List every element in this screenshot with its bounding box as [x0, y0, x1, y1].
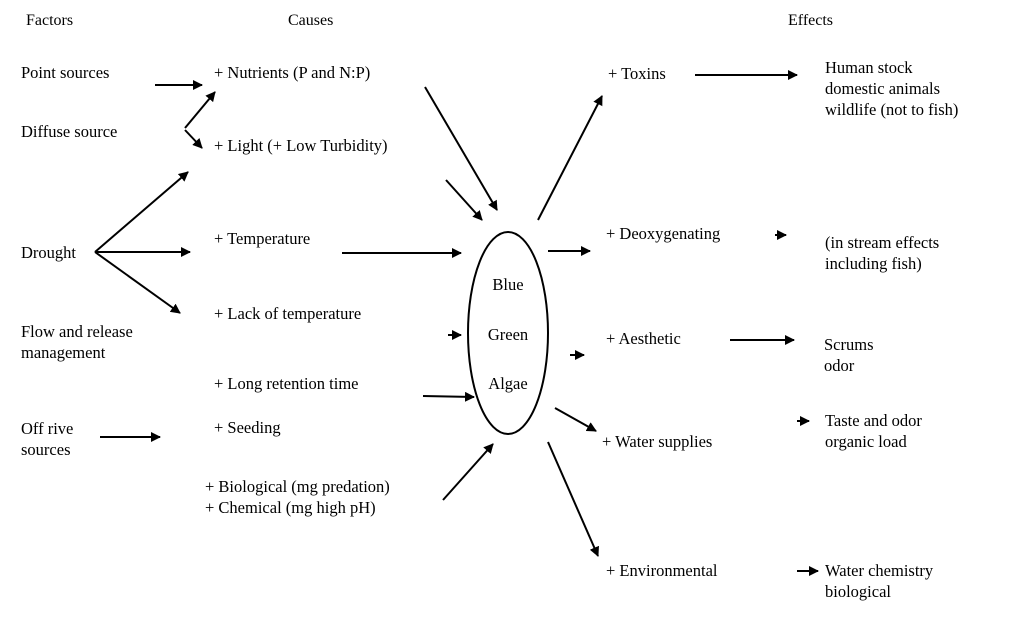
- arrow-diffuse-to-nutrients: [184, 91, 216, 129]
- factor-diffuse-source: Diffuse source: [21, 122, 118, 141]
- cause-lack-temperature: + Lack of temperature: [214, 304, 362, 323]
- header-effects: Effects: [788, 12, 834, 29]
- cause-bio-chem: + Biological (mg predation) + Chemical (…: [205, 477, 390, 517]
- arrow-drought-to-light: [94, 171, 189, 253]
- center-blue: Blue: [492, 275, 524, 294]
- impact-water-supplies: + Water supplies: [602, 432, 713, 451]
- arrow-nutrients-to-algae: [424, 86, 498, 211]
- header-factors: Factors: [26, 12, 74, 29]
- effect-aesthetic: Scrums odor: [824, 335, 874, 375]
- arrow-retention-to-algae: [422, 391, 475, 402]
- arrow-biochem-to-algae: [442, 443, 494, 501]
- factor-drought: Drought: [21, 243, 76, 262]
- cause-nutrients: + Nutrients (P and N:P): [214, 63, 371, 82]
- impact-deoxygenating: + Deoxygenating: [606, 224, 721, 243]
- factor-flow-release: Flow and release management: [21, 322, 133, 362]
- factor-off-rive: Off rive sources: [21, 419, 74, 459]
- effect-deoxygenating: (in stream effects including fish): [825, 233, 940, 273]
- algae-ellipse: [467, 231, 549, 435]
- impact-toxins: + Toxins: [608, 64, 666, 83]
- impact-environmental: + Environmental: [606, 561, 718, 580]
- factor-point-sources: Point sources: [21, 63, 110, 82]
- header-causes: Causes: [288, 12, 334, 29]
- arrow-algae-to-water-supplies: [554, 407, 597, 432]
- arrow-algae-to-environmental: [547, 441, 599, 557]
- effect-water-supplies: Taste and odor organic load: [825, 411, 922, 451]
- cause-temperature: + Temperature: [214, 229, 311, 248]
- center-algae: Algae: [488, 374, 528, 393]
- cause-light: + Light (+ Low Turbidity): [214, 136, 388, 155]
- impact-aesthetic: + Aesthetic: [606, 329, 681, 348]
- effect-toxins: Human stock domestic animals wildlife (n…: [825, 58, 959, 119]
- center-green: Green: [487, 325, 529, 344]
- cause-seeding: + Seeding: [214, 418, 281, 437]
- arrow-drought-to-lack-temperature: [94, 251, 181, 314]
- effect-environmental: Water chemistry biological: [825, 561, 934, 601]
- arrow-algae-to-toxins: [537, 95, 603, 221]
- cause-retention: + Long retention time: [214, 374, 359, 393]
- arrow-light-to-algae: [445, 179, 483, 221]
- arrow-diffuse-to-light: [184, 129, 203, 149]
